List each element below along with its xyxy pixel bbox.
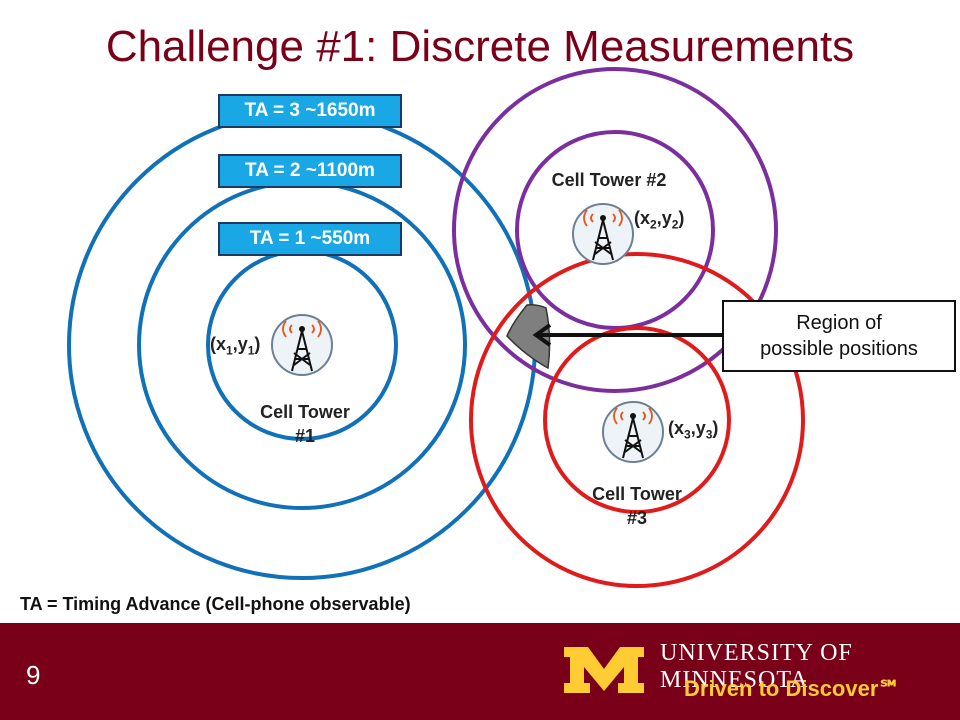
tower1-label: Cell Tower #1 [260, 402, 350, 446]
tower2-ring-outer [452, 67, 778, 393]
tower2-ring-inner [515, 130, 715, 330]
ta1-box: TA = 1 ~550m [218, 222, 402, 256]
tower2-coordinates: (x2,y2) [634, 208, 685, 232]
region-line2: possible positions [760, 338, 918, 360]
university-name: UNIVERSITY OF MINNESOTA [660, 640, 853, 693]
ta2-box: TA = 2 ~1100m [218, 154, 402, 188]
region-arrow-head [532, 323, 552, 347]
tower1-coordinates: (x1,y1) [210, 334, 261, 358]
region-line1: Region of [796, 312, 882, 334]
tower1-icon [271, 314, 333, 376]
tower3-label: Cell Tower #3 [592, 484, 682, 528]
tower3-ring-inner [543, 326, 731, 514]
tower2-label: Cell Tower #2 [551, 170, 667, 190]
tower3-coordinates: (x3,y3) [668, 418, 719, 442]
possible-region-shape [506, 304, 551, 370]
footnote: TA = Timing Advance (Cell-phone observab… [20, 594, 411, 614]
ta3-box: TA = 3 ~1650m [218, 94, 402, 128]
tower3-icon [602, 401, 664, 463]
footer-bar [0, 623, 960, 720]
university-tagline: Driven to Discover℠ [684, 676, 901, 701]
slide-title: Challenge #1: Discrete Measurements [105, 22, 855, 71]
region-callout: Region of possible positions [722, 300, 956, 372]
page-number: 9 [26, 660, 41, 690]
tower3-ring-outer [469, 252, 805, 588]
university-m-logo [564, 647, 644, 693]
tower2-icon [572, 203, 634, 265]
